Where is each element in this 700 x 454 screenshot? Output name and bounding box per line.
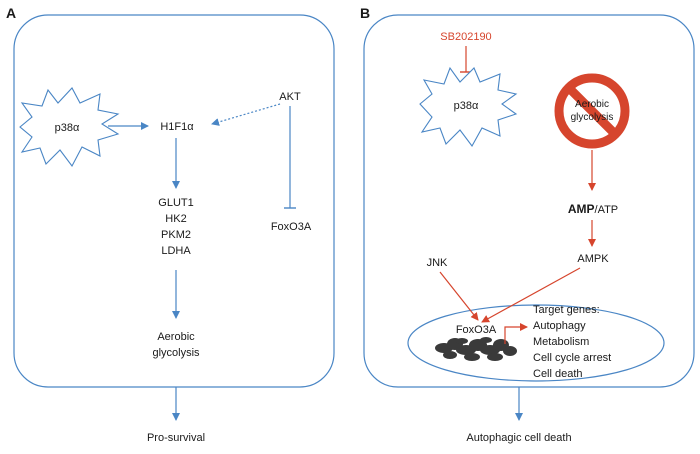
sb202190-label: SB202190 [440, 31, 491, 43]
target-cell-death: Cell death [533, 368, 583, 380]
jnk-label: JNK [427, 257, 448, 269]
target-metabolism: Metabolism [533, 336, 589, 348]
gene-glut1: GLUT1 [158, 197, 193, 209]
panel-a-letter: A [6, 5, 16, 21]
amp-label: AMP [568, 202, 595, 216]
panel-b-cell-outline [363, 14, 695, 388]
panel-a: A p38α H1F1α AKT FoxO3A GLUT1 HK2 PKM2 L… [6, 5, 335, 444]
dna-strand-icon [435, 337, 517, 361]
target-autophagy: Autophagy [533, 320, 586, 332]
p38-starburst-b [419, 66, 518, 148]
p38-label-b: p38α [454, 100, 479, 112]
blocked-glycolysis-2: glycolysis [571, 112, 614, 123]
arrow-foxo-to-targets [504, 323, 528, 344]
gene-hk2: HK2 [165, 213, 186, 225]
gene-pkm2: PKM2 [161, 229, 191, 241]
foxo-label-b: FoxO3A [456, 324, 497, 336]
panel-b-letter: B [360, 5, 370, 21]
atp-label: /ATP [595, 204, 619, 216]
p38-label-a: p38α [55, 122, 80, 134]
pro-survival-label: Pro-survival [147, 432, 205, 444]
target-genes-title: Target genes: [533, 304, 600, 316]
blocked-glycolysis-1: Aerobic [575, 99, 609, 110]
foxo-label-a: FoxO3A [271, 221, 312, 233]
aerobic-label-a-2: glycolysis [152, 347, 200, 359]
nucleus [407, 304, 665, 382]
autophagic-death-label: Autophagic cell death [466, 432, 571, 444]
arrow-ampk-to-foxo [481, 267, 581, 323]
panel-b: B SB202190 p38α Aerobic glycolysis AMP/A… [360, 5, 695, 444]
akt-label: AKT [279, 91, 301, 103]
target-cell-cycle-arrest: Cell cycle arrest [533, 352, 611, 364]
amp-atp-label: AMP/ATP [568, 202, 618, 216]
panel-a-cell-outline [13, 14, 335, 388]
no-entry-slash [565, 84, 619, 138]
aerobic-label-a-1: Aerobic [157, 331, 195, 343]
arrow-akt-to-hif [211, 103, 281, 126]
hif-label: H1F1α [160, 121, 194, 133]
gene-ldha: LDHA [161, 245, 191, 257]
p38-starburst-a [19, 87, 120, 168]
arrow-jnk-to-foxo [439, 271, 479, 321]
ampk-label: AMPK [577, 253, 609, 265]
